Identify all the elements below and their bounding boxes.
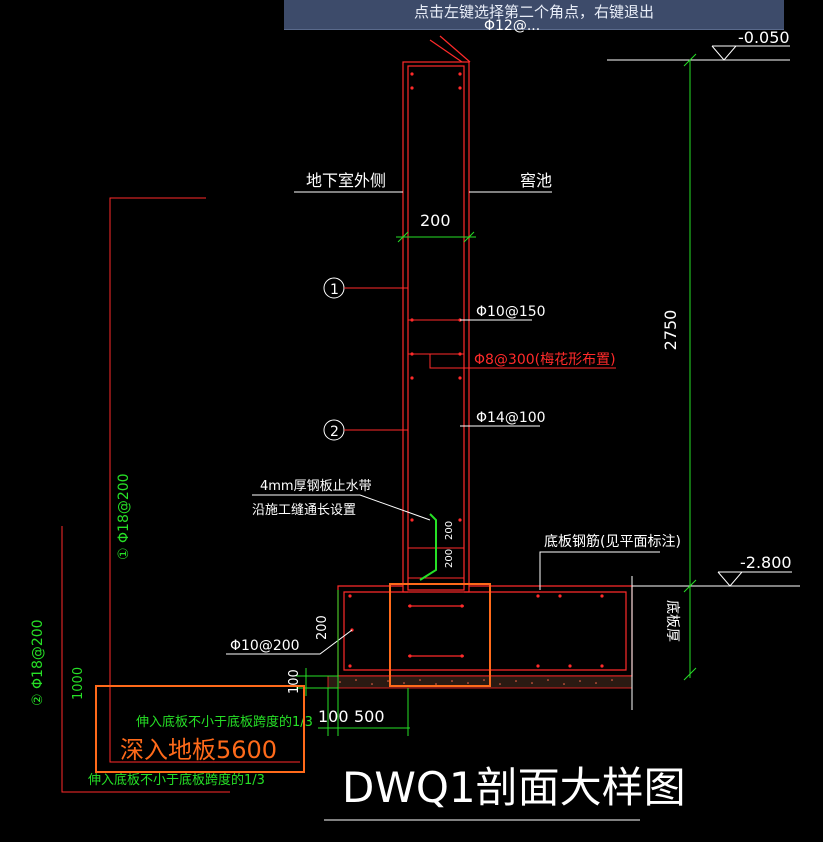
dim-1000: 1000 — [71, 667, 86, 700]
bottom-elevation-marker — [560, 571, 800, 587]
marker-1-text: 1 — [330, 282, 339, 298]
wall-thickness-text: 200 — [420, 211, 451, 230]
note-extend-1: 伸入底板不小于底板跨度的1/3 — [136, 714, 313, 730]
wall-section — [402, 35, 471, 593]
top-elevation-marker — [607, 45, 790, 61]
wall-rebar-dots — [410, 72, 462, 522]
left-rebar-details — [61, 197, 300, 793]
bottom-rebar-note: 底板钢筋(见平面标注) — [544, 533, 681, 550]
outside-label: 地下室外侧 — [306, 171, 386, 190]
top-elevation-text: -0.050 — [738, 28, 790, 47]
marker-2-text: 2 — [330, 424, 339, 440]
rebar-tie-label: Φ8@300(梅花形布置) — [474, 352, 616, 368]
waterstop-dim-1: 200 — [444, 521, 455, 540]
bottom-rebar-leader — [539, 551, 660, 590]
height-dimension-text: 2750 — [661, 310, 680, 351]
rebar-vertical-label: Φ14@100 — [476, 410, 546, 426]
bottom-dimension-lines — [296, 668, 410, 736]
slab-rebar-leader — [226, 629, 353, 655]
rebar-1-marker: ① — [116, 543, 132, 560]
waterstop-steel — [419, 513, 437, 581]
slab-thickness-label: 底板厚 — [664, 600, 680, 642]
bedding-hatch — [339, 679, 613, 685]
waterstop-line2: 沿施工缝通长设置 — [252, 503, 356, 518]
drawing-title: DWQ1剖面大样图 — [342, 763, 686, 812]
slab-rebar-label: Φ10@200 — [230, 638, 300, 654]
selection-box-junction[interactable] — [389, 583, 491, 687]
slab-dim-200: 200 — [315, 615, 330, 640]
rebar-2-marker: ② — [30, 689, 46, 706]
rebar-1-spec: ① Φ18@200 — [116, 473, 132, 560]
slab-rebar-dots — [348, 594, 604, 668]
rebar-2-spec: ② Φ18@200 — [30, 619, 46, 706]
rebar-leaders — [429, 319, 616, 427]
waterstop-line1: 4mm厚钢板止水带 — [260, 479, 372, 494]
bottom-slab — [337, 585, 633, 677]
waterstop-leader — [252, 494, 431, 521]
dim-100-horizontal: 100 — [318, 707, 349, 726]
waterstop-dim-2: 200 — [444, 549, 455, 568]
top-rebar-label: Φ12@... — [484, 18, 540, 34]
note-deep: 深入地板5600 — [120, 736, 277, 764]
height-dimension — [683, 53, 697, 681]
rebar-horizontal-label: Φ10@150 — [476, 304, 546, 320]
rebar-2-spec-text: Φ18@200 — [30, 619, 46, 689]
rebar-1-spec-text: Φ18@200 — [116, 473, 132, 543]
bottom-elevation-text: -2.800 — [740, 553, 792, 572]
dim-100-vertical: 100 — [287, 669, 302, 694]
selection-box-note[interactable] — [95, 685, 305, 773]
note-extend-2: 伸入底板不小于底板跨度的1/3 — [88, 772, 265, 788]
command-prompt: 点击左键选择第二个角点，右键退出 — [284, 0, 784, 30]
dim-500: 500 — [354, 707, 385, 726]
inside-label: 窖池 — [520, 171, 552, 190]
wall-thickness-dimension — [396, 231, 476, 243]
